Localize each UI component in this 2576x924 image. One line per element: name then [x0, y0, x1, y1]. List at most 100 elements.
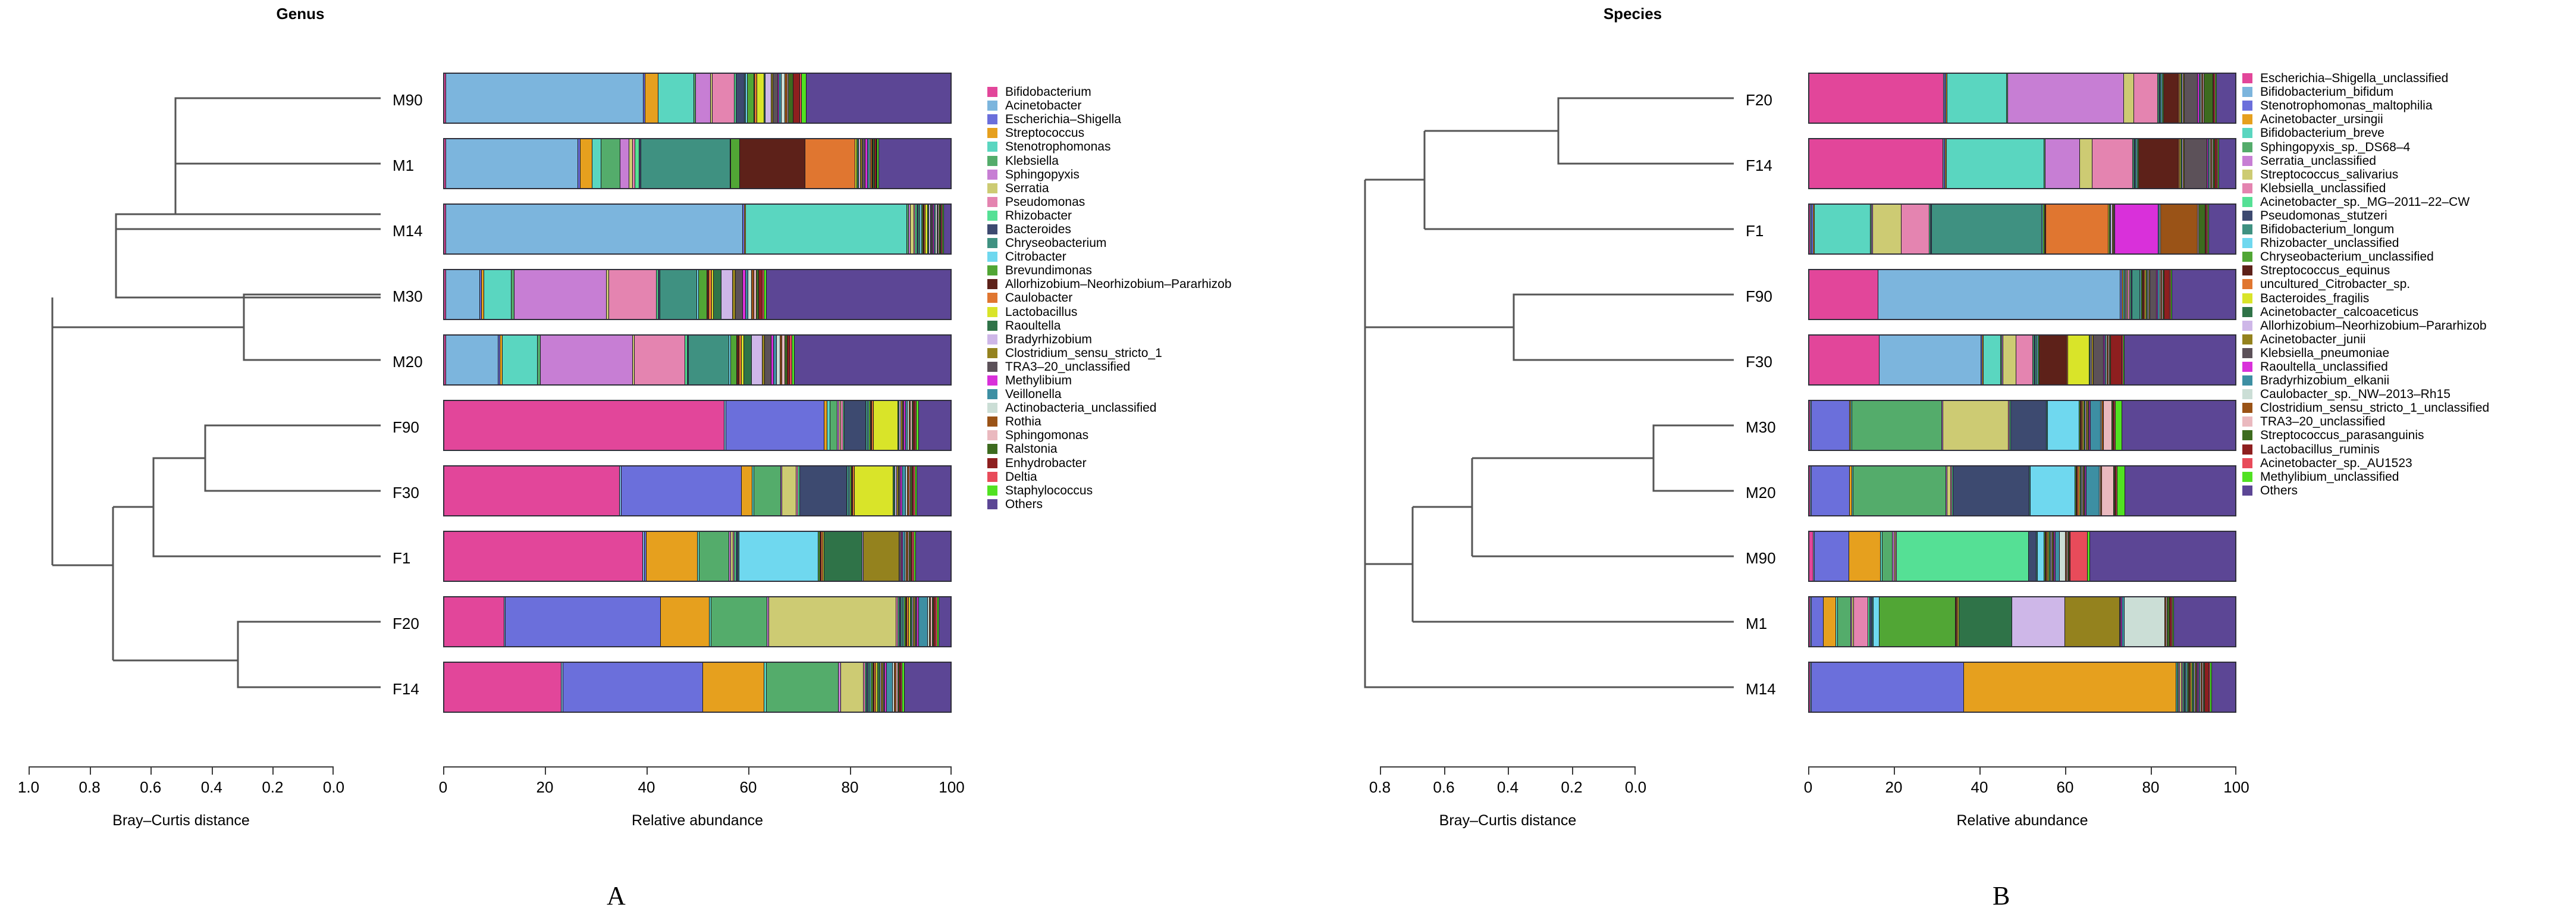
legend-item: Sphingomonas	[987, 428, 1232, 442]
bar-segment	[2044, 205, 2046, 253]
bar-segment	[774, 336, 777, 384]
bar-segment	[635, 336, 686, 384]
bar-segment	[2215, 74, 2217, 123]
bar-segment	[1809, 597, 1811, 646]
legend-swatch-icon	[987, 279, 997, 290]
bar-segment	[1849, 532, 1881, 581]
legend-label: Sphingomonas	[1005, 428, 1089, 443]
bar-segment	[2197, 663, 2199, 712]
bar-segment	[1957, 597, 1960, 646]
bar-segment	[2122, 597, 2125, 646]
bar-segment	[2035, 336, 2037, 384]
dendro-species-axis-tick	[1508, 766, 1509, 775]
leaf-b-label-f1: F1	[1746, 222, 1764, 240]
bar-segment	[2111, 401, 2113, 450]
bar-segment	[1813, 532, 1815, 581]
legend-item: Brevundimonas	[987, 264, 1232, 277]
bar-segment	[2213, 74, 2214, 123]
legend-swatch-icon	[2242, 334, 2252, 344]
bar-segment	[880, 663, 882, 712]
bar-segment	[2178, 74, 2180, 123]
bar-segment	[909, 205, 911, 253]
bar-segment	[912, 466, 914, 515]
bar-segment	[1815, 532, 1849, 581]
legend-item: Bacteroides_fragilis	[2242, 292, 2489, 305]
bar-segment	[938, 205, 940, 253]
legend-item: Citrobacter	[987, 250, 1232, 264]
legend-label: Streptococcus_equinus	[2260, 264, 2390, 278]
bar-segment	[2138, 139, 2139, 188]
bar-segment	[2180, 74, 2182, 123]
bar-segment	[918, 597, 928, 646]
bar-segment	[864, 663, 865, 712]
legend-item: Others	[987, 497, 1232, 511]
bar-segment	[2217, 139, 2219, 188]
bar-segment	[765, 74, 772, 123]
legend-swatch-icon	[2242, 320, 2252, 331]
bar-segment	[911, 401, 912, 450]
bar-segment	[726, 401, 825, 450]
bar-segment	[2046, 401, 2048, 450]
bar-segment	[2114, 205, 2158, 253]
legend-item: Deltia	[987, 470, 1232, 484]
legend-item: Caulobacter	[987, 291, 1232, 305]
bar-segment	[563, 663, 704, 712]
bar-segment	[2107, 336, 2109, 384]
bar-row	[1808, 269, 2236, 320]
abundance-genus-axis-tick-label: 20	[536, 778, 554, 796]
bar-segment	[912, 597, 914, 646]
bar-segment	[1943, 401, 2009, 450]
bar-segment	[1881, 532, 1882, 581]
legend-swatch-icon	[2242, 347, 2252, 358]
bar-segment	[2080, 401, 2082, 450]
bar-segment	[2198, 663, 2200, 712]
bar-segment	[2042, 205, 2044, 253]
bar-segment	[2080, 466, 2082, 515]
bar-segment	[729, 532, 732, 581]
bar-segment	[901, 532, 903, 581]
legend-swatch-icon	[987, 210, 997, 221]
bar-segment	[2172, 597, 2174, 646]
bar-segment	[721, 270, 733, 319]
legend-swatch-icon	[2242, 224, 2252, 235]
legend-item: Clostridium_sensu_stricto_1	[987, 346, 1232, 360]
bar-segment	[2007, 74, 2124, 123]
bar-segment	[744, 205, 746, 253]
panel-label-b: B	[1993, 881, 2010, 910]
abundance-species-axis-tick	[2235, 766, 2236, 775]
legend-item: Pseudomonas_stutzeri	[2242, 209, 2489, 223]
bar-segment	[2172, 270, 2235, 319]
bar-segment	[925, 205, 928, 253]
bar-segment	[801, 74, 807, 123]
bar-segment	[2141, 270, 2143, 319]
bar-segment	[864, 532, 900, 581]
bar-segment	[767, 597, 770, 646]
bar-segment	[793, 74, 801, 123]
bar-segment	[445, 270, 480, 319]
bar-segment	[915, 205, 917, 253]
bar-segment	[924, 205, 926, 253]
bar-segment	[757, 74, 764, 123]
bar-segment	[932, 597, 934, 646]
legend-item: Enhydrobacter	[987, 456, 1232, 470]
bar-segment	[2113, 205, 2115, 253]
bar-segment	[847, 466, 849, 515]
legend-item: Sphingopyxis	[987, 168, 1232, 181]
bar-segment	[866, 401, 868, 450]
bar-segment	[2166, 597, 2168, 646]
bar-segment	[881, 663, 883, 712]
legend-item: Allorhizobium–Neorhizobium–Pararhizob	[2242, 319, 2489, 333]
dendro-species-axis-tick-label: 0.4	[1496, 778, 1519, 796]
bar-segment	[444, 139, 446, 188]
bar-segment	[2144, 270, 2145, 319]
bar-segment	[2134, 139, 2136, 188]
leaf-label-f90: F90	[393, 418, 419, 436]
bar-segment	[444, 532, 644, 581]
bar-segment	[2162, 74, 2164, 123]
bar-segment	[827, 401, 830, 450]
dendro-genus-axis-line	[29, 766, 334, 768]
legend-swatch-icon	[2242, 458, 2252, 468]
legend-item: Methylibium_unclassified	[2242, 470, 2489, 484]
bar-segment	[1853, 466, 1947, 515]
